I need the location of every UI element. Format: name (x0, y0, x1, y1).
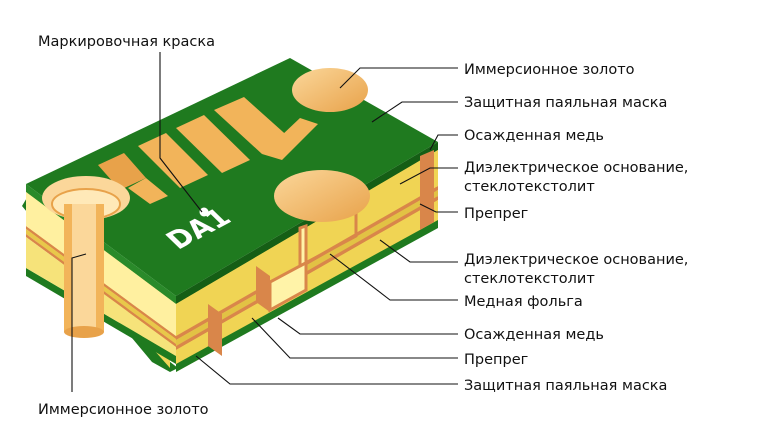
leader-immersion-gold-top (339, 67, 458, 89)
side-plated-copper (420, 150, 434, 230)
label-dielectric-2-line1: Диэлектрическое основание, (464, 252, 688, 268)
leader-marking-paint (159, 52, 203, 213)
gold-pad-right-front (274, 170, 370, 222)
label-dielectric-2-line2: стеклотекстолит (464, 271, 595, 287)
smd-pad-3 (176, 115, 250, 173)
top-solder-mask-edge (176, 142, 438, 304)
smd-pad-1 (98, 153, 146, 190)
leader-solder-mask-bottom (195, 355, 458, 385)
top-features: DA1 (42, 68, 370, 356)
leader-solder-mask-top (371, 101, 458, 123)
via-bottom (64, 326, 104, 338)
leader-copper-foil (329, 253, 458, 301)
smd-pad-2 (138, 133, 208, 188)
front-via-channel-2 (256, 266, 270, 312)
label-dielectric-1-line2: стеклотекстолит (464, 179, 595, 195)
label-prepreg-top: Препрег (464, 206, 528, 222)
marking-dot (199, 207, 209, 217)
label-marking-paint: Маркировочная краска (38, 34, 215, 50)
smd-pad-4 (214, 97, 292, 154)
pad-trace-4 (262, 118, 318, 160)
label-solder-mask-top: Защитная паяльная маска (464, 95, 667, 111)
leader-lines (71, 52, 458, 392)
leader-dielectric-2 (379, 239, 458, 263)
leader-plated-copper-top (429, 134, 458, 151)
leader-immersion-gold-bottom (71, 253, 87, 392)
label-dielectric-1-line1: Диэлектрическое основание, (464, 160, 688, 176)
leader-dielectric-1 (399, 167, 458, 185)
via-barrel-inner (72, 204, 96, 332)
leader-prepreg-top (419, 203, 458, 213)
label-prepreg-bottom: Препрег (464, 352, 528, 368)
leader-plated-copper-bottom (277, 317, 458, 335)
label-plated-copper-bottom: Осажденная медь (464, 327, 604, 343)
label-plated-copper-top: Осажденная медь (464, 128, 604, 144)
pad-trace-1 (128, 178, 168, 204)
side-bottom-mask (176, 220, 438, 372)
front-via-channel (208, 304, 222, 356)
label-immersion-gold-top: Иммерсионное золото (464, 62, 635, 78)
label-copper-foil: Медная фольга (464, 294, 583, 310)
label-solder-mask-bottom: Защитная паяльная маска (464, 378, 667, 394)
labels: Маркировочная краска Иммерсионное золото… (38, 34, 688, 418)
label-immersion-gold-bottom: Иммерсионное золото (38, 402, 209, 418)
top-solder-mask (26, 58, 438, 296)
leader-prepreg-bottom (251, 317, 458, 359)
